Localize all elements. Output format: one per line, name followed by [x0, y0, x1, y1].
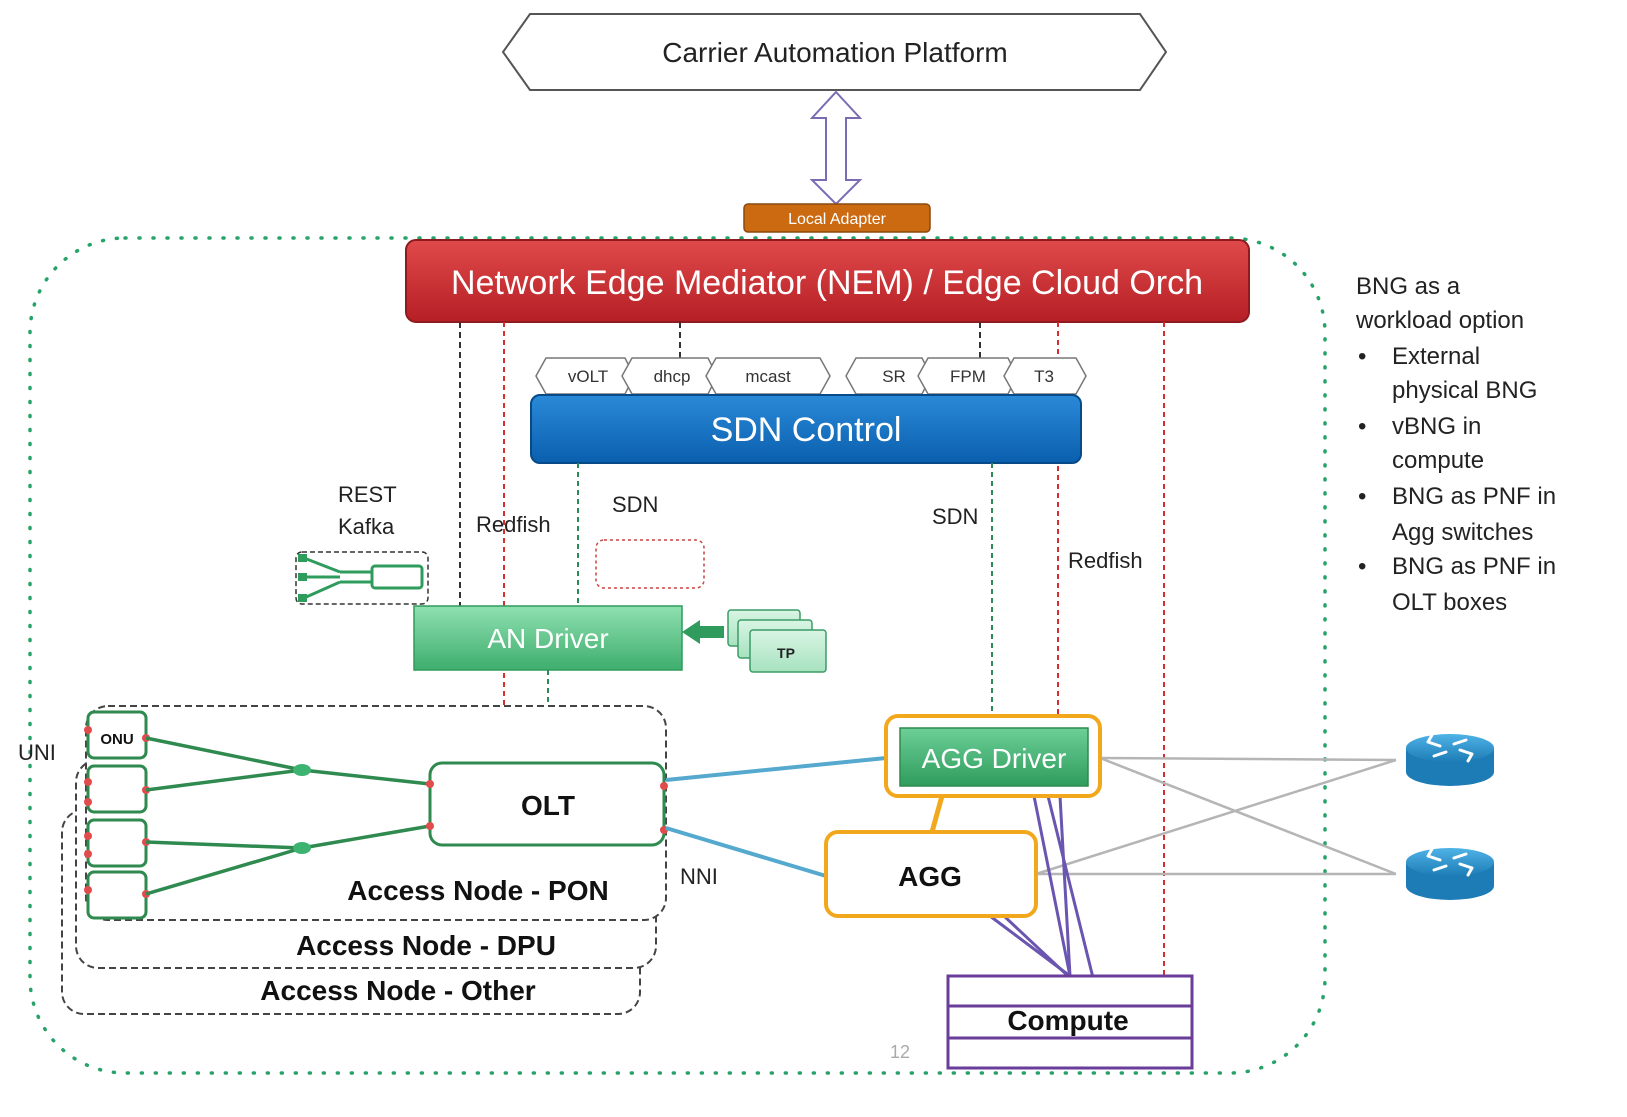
sdn-control-box — [530, 394, 1082, 464]
tab-fpm-label: FPM — [950, 367, 986, 386]
agg-driver-agg-link — [929, 795, 945, 833]
sdn-left-label: SDN — [612, 492, 658, 517]
carrier-automation-platform-box — [501, 13, 1168, 91]
onu-box — [86, 764, 148, 814]
compute-box — [946, 974, 1194, 1070]
local-adapter-label: Local Adapter — [788, 211, 887, 228]
onu-label: ONU — [100, 731, 133, 748]
tp-label: TP — [777, 645, 795, 661]
agg-box — [824, 830, 1038, 918]
tab-t3-label: T3 — [1034, 367, 1054, 386]
onu-box — [86, 818, 148, 868]
tab-dhcp-label: dhcp — [654, 367, 691, 386]
splitter-icon — [293, 842, 311, 854]
sdn-placeholder-box — [595, 539, 705, 589]
bng-bullet-2-line1: vBNG in — [1392, 413, 1481, 440]
bng-bullet-1-line1: External — [1392, 343, 1480, 370]
bng-bullet-1-line2: physical BNG — [1392, 377, 1537, 404]
kafka-label: Kafka — [338, 514, 395, 539]
tab-mcast-label: mcast — [745, 367, 791, 386]
platform-adapter-arrow — [809, 90, 863, 206]
bng-bullet-2-line2: compute — [1392, 447, 1484, 474]
access-node-dpu-label: Access Node - DPU — [296, 930, 556, 961]
redfish-left-label: Redfish — [476, 512, 551, 537]
nni-label: NNI — [680, 864, 718, 889]
bng-bullet-3-line1: BNG as PNF in — [1392, 483, 1556, 510]
nni-link-agg — [665, 826, 827, 878]
rest-kafka-interface-icon — [295, 551, 429, 605]
agg-driver-box — [899, 727, 1089, 787]
compute-label: Compute — [1007, 1005, 1128, 1036]
onu-group — [84, 710, 150, 920]
an-driver-label: AN Driver — [487, 623, 608, 654]
nem-box — [405, 239, 1250, 323]
splitter-icon — [293, 764, 311, 776]
bullet-icon: • — [1358, 343, 1366, 370]
carrier-automation-platform-label: Carrier Automation Platform — [662, 37, 1007, 68]
edge-site-boundary — [28, 236, 1327, 1075]
bng-bullet-4-line2: OLT boxes — [1392, 589, 1507, 616]
bullet-icon: • — [1358, 553, 1366, 580]
page-number: 12 — [890, 1042, 910, 1062]
router-links — [1035, 756, 1397, 876]
local-adapter-box — [743, 203, 931, 233]
olt-label: OLT — [521, 790, 575, 821]
nem-label: Network Edge Mediator (NEM) / Edge Cloud… — [451, 264, 1203, 302]
tp-stack — [727, 609, 827, 673]
nni-link-agg-driver — [665, 756, 887, 782]
bullet-icon: • — [1358, 483, 1366, 510]
an-driver-box — [413, 605, 683, 671]
uni-label: UNI — [18, 740, 56, 765]
access-node-pon-label: Access Node - PON — [347, 875, 608, 906]
onu-box — [86, 870, 148, 920]
bng-heading-line1: BNG as a — [1356, 273, 1461, 300]
tab-volt-label: vOLT — [568, 367, 608, 386]
tab-sr-label: SR — [882, 367, 906, 386]
agg-driver-label: AGG Driver — [922, 743, 1067, 774]
redfish-right-label: Redfish — [1068, 548, 1143, 573]
bng-bullet-3-line2: Agg switches — [1392, 519, 1533, 546]
sdn-control-label: SDN Control — [711, 411, 902, 449]
sdn-apps-right: SR FPM T3 — [845, 357, 1087, 395]
bng-heading-line2: workload option — [1355, 307, 1524, 334]
tab-t3[interactable] — [1003, 357, 1087, 395]
router-icon — [1406, 733, 1494, 786]
access-node-pon-group — [85, 705, 667, 921]
pon-splitter-lines — [145, 736, 431, 896]
access-node-other-label: Access Node - Other — [260, 975, 536, 1006]
bullet-icon: • — [1358, 413, 1366, 440]
rest-label: REST — [338, 482, 397, 507]
router-icon — [1406, 847, 1494, 900]
olt-box — [428, 761, 666, 847]
tp-arrow — [682, 620, 724, 644]
sdn-right-label: SDN — [932, 504, 978, 529]
bng-options-note: BNG as a workload option • External phys… — [1355, 273, 1556, 616]
sdn-apps-left: vOLT dhcp mcast — [535, 357, 831, 395]
bng-bullet-4-line1: BNG as PNF in — [1392, 553, 1556, 580]
agg-label: AGG — [898, 861, 962, 892]
